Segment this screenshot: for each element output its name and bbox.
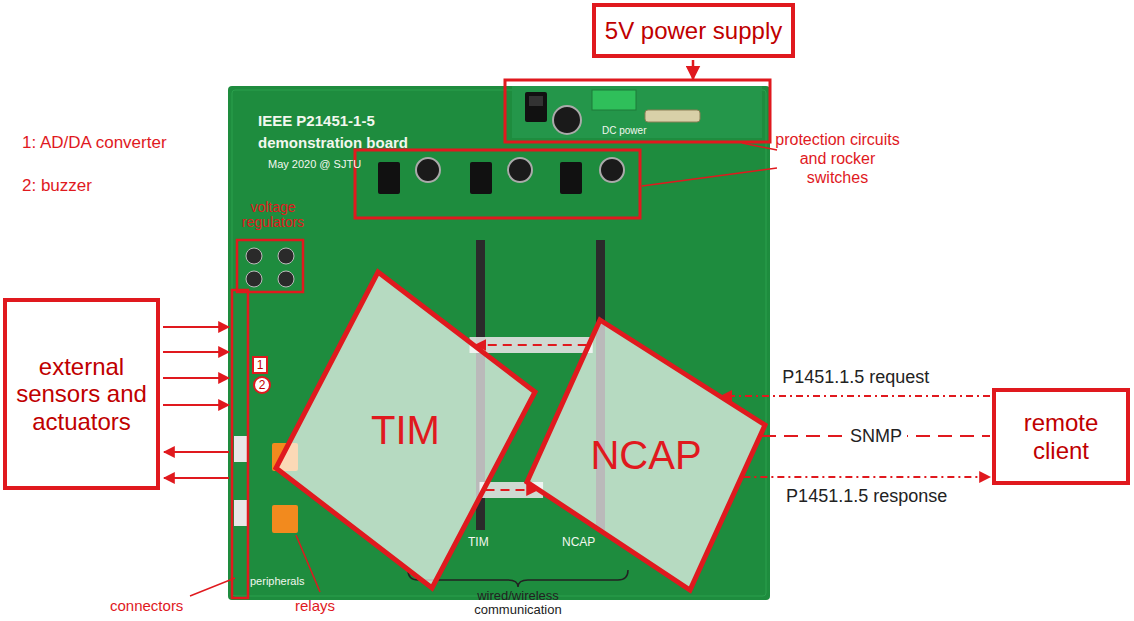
pcb-board xyxy=(228,86,770,600)
node-text: 5V power supply xyxy=(599,17,788,45)
regulator-cap xyxy=(246,248,262,264)
signal-arrow xyxy=(164,451,229,453)
message-label: SNMP xyxy=(845,426,907,447)
leader-line xyxy=(642,168,777,186)
module-diamond: TIM xyxy=(276,272,535,588)
board-print: NCAP xyxy=(560,536,597,550)
signal-arrow xyxy=(164,477,229,479)
leader-line xyxy=(742,143,777,150)
highlight-box xyxy=(355,150,640,218)
rocker-switch xyxy=(470,162,492,194)
leader-line xyxy=(190,578,235,596)
fuse xyxy=(645,110,700,122)
node-text: TIM xyxy=(371,407,440,453)
diamond-outline xyxy=(276,272,535,588)
callout-legend: 1: AD/DA converter xyxy=(22,133,167,153)
client-box: remote client xyxy=(992,388,1130,485)
pcb-edge xyxy=(232,90,766,596)
connector-strip-box xyxy=(232,290,248,598)
diamond-outline xyxy=(527,320,765,590)
node-text: 2 xyxy=(259,379,266,391)
capacitor xyxy=(600,158,624,182)
node-text: NCAP xyxy=(590,432,701,478)
part-label: connectors xyxy=(110,597,183,614)
board-print: IEEE P21451-1-5 xyxy=(258,112,375,129)
part-label: wired/wireless communication xyxy=(456,589,580,618)
power-arrow xyxy=(692,60,695,79)
device-group-box: external sensors and actuators xyxy=(3,298,160,490)
board-print: demonstration board xyxy=(258,134,408,151)
regulator-cap xyxy=(278,248,294,264)
signal-arrow xyxy=(163,377,229,379)
highlight-box xyxy=(237,240,303,292)
capacitor xyxy=(416,158,440,182)
signal-arrow xyxy=(163,351,229,353)
message-label: P1451.1.5 request xyxy=(782,367,929,388)
rocker-switch xyxy=(560,162,582,194)
part-label: relays xyxy=(295,597,335,614)
part-label: protection circuits and rocker switches xyxy=(775,130,900,188)
dashed-connector xyxy=(486,489,538,491)
node-text: external sensors and actuators xyxy=(7,353,156,436)
callout-box: 1 xyxy=(252,356,268,374)
link-band xyxy=(470,337,593,353)
rocker-switch-top xyxy=(529,96,543,106)
highlight-box xyxy=(505,80,770,142)
signal-arrow xyxy=(163,326,229,328)
rocker-switch xyxy=(378,162,400,194)
connector-jack xyxy=(234,436,248,462)
board-print: peripherals xyxy=(250,575,304,588)
board-print: TIM xyxy=(466,536,491,550)
power-supply-box: 5V power supply xyxy=(592,3,795,58)
rocker-switch xyxy=(525,92,547,122)
board-print: May 2020 @ SJTU xyxy=(268,158,361,171)
signal-arrow xyxy=(163,404,229,406)
callout-circle: 2 xyxy=(253,376,271,394)
dc-power-area xyxy=(512,86,762,138)
regulator-cap xyxy=(278,271,294,287)
connector-jack xyxy=(234,500,248,526)
dashed-connector xyxy=(743,476,990,478)
board-print: DC power xyxy=(600,125,648,137)
part-label: voltage regulators xyxy=(231,200,315,231)
regulator-cap xyxy=(246,271,262,287)
dashed-connector xyxy=(476,344,587,346)
capacitor xyxy=(553,106,581,134)
terminal-block xyxy=(592,90,636,110)
message-label: P1451.1.5 response xyxy=(786,486,947,507)
node-text: 1 xyxy=(257,359,264,371)
callout-legend: 2: buzzer xyxy=(22,176,92,196)
capacitor xyxy=(508,158,532,182)
node-text: remote client xyxy=(996,409,1126,464)
relay xyxy=(272,505,298,533)
dashed-connector xyxy=(721,395,990,397)
